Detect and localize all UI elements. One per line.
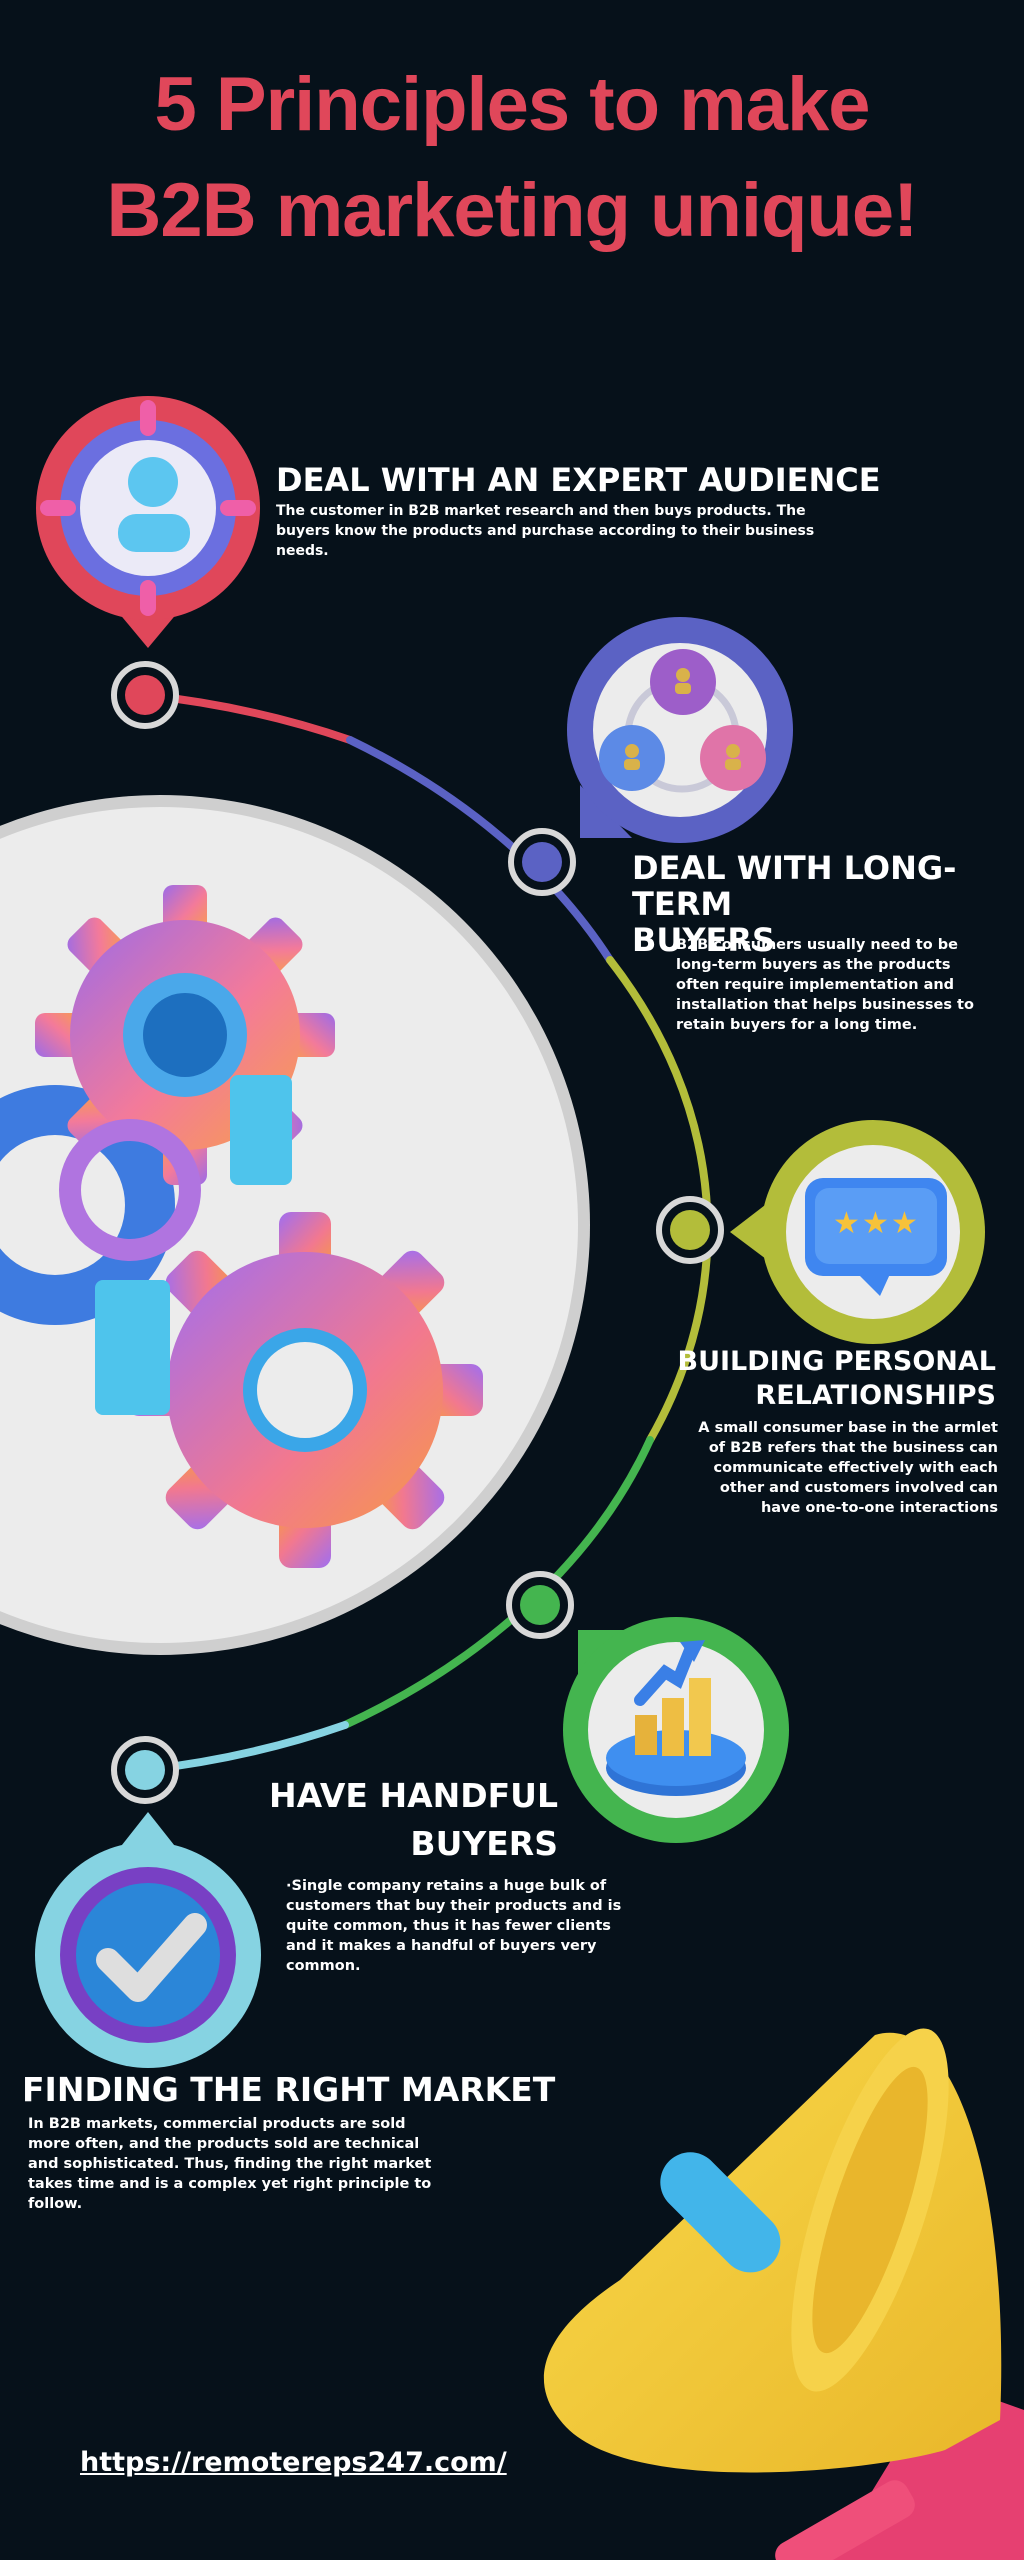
megaphone-illustration: [543, 2028, 1024, 2560]
svg-text:★: ★: [891, 1206, 918, 1241]
principle-1-text: The customer in B2B market research and …: [276, 503, 815, 559]
timeline-node-3: [656, 1196, 724, 1264]
principle-5-text: In B2B markets, commercial products are …: [28, 2116, 432, 2212]
principle-2-heading: DEAL WITH LONG-TERM BUYERS: [632, 850, 1012, 958]
principle-4-text: ·Single company retains a huge bulk of c…: [286, 1878, 622, 1974]
principle-4-heading: HAVE HANDFUL BUYERS: [262, 1772, 558, 1868]
principle-4-heading-line-2: BUYERS: [410, 1824, 558, 1863]
gears-illustration: [0, 795, 590, 1655]
user-target-icon: [36, 396, 260, 648]
principle-2-text: B2B consumers usually need to be long-te…: [676, 937, 974, 1033]
timeline-node-1: [111, 661, 179, 729]
star-rating-icon: ★ ★ ★: [730, 1120, 985, 1344]
growth-chart-icon: [563, 1617, 789, 1843]
principle-3-heading-line-2: RELATIONSHIPS: [755, 1380, 996, 1411]
people-network-icon: [567, 617, 793, 843]
principle-3-text: A small consumer base in the armlet of B…: [698, 1420, 998, 1516]
svg-text:★: ★: [862, 1206, 889, 1241]
timeline-node-4: [506, 1571, 574, 1639]
principle-2-heading-line-1: DEAL WITH LONG-TERM: [632, 849, 957, 923]
principle-3-heading: BUILDING PERSONAL RELATIONSHIPS: [640, 1345, 997, 1413]
principle-5-heading: FINDING THE RIGHT MARKET: [22, 2070, 556, 2109]
timeline-node-5: [111, 1736, 179, 1804]
checkmark-icon: [35, 1812, 261, 2068]
website-link[interactable]: https://remotereps247.com/: [80, 2447, 507, 2478]
svg-text:★: ★: [833, 1206, 860, 1241]
timeline-node-2: [508, 828, 576, 896]
title-line-1: 5 Principles to make: [154, 62, 871, 147]
title-line-2: B2B marketing unique!: [106, 168, 919, 253]
principle-3-heading-line-1: BUILDING PERSONAL: [677, 1346, 997, 1377]
principle-4-heading-line-1: HAVE HANDFUL: [268, 1776, 558, 1815]
principle-2-heading-line-2: BUYERS: [632, 921, 776, 959]
page-title: 5 Principles to make B2B marketing uniqu…: [0, 52, 1024, 264]
principle-1-heading: DEAL WITH AN EXPERT AUDIENCE: [276, 461, 881, 499]
